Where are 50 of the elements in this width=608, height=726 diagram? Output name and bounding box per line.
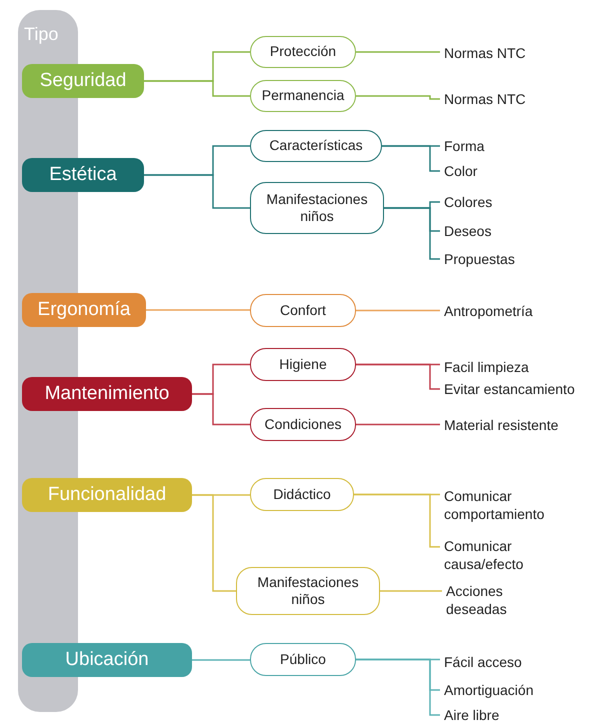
category-box: Ergonomía	[22, 293, 146, 327]
subcategory-box: Manifestaciones niños	[250, 182, 384, 234]
connector-line	[146, 309, 250, 311]
item-text: Facil limpieza	[440, 358, 529, 376]
item-text: Antropometría	[440, 302, 533, 320]
band-heading: Tipo	[24, 24, 58, 45]
item-text: Evitar estancamiento	[440, 380, 575, 398]
item-text: Normas NTC	[440, 90, 526, 108]
item-text: Deseos	[440, 222, 492, 240]
category-box: Seguridad	[22, 64, 144, 98]
subcategory-box: Permanencia	[250, 80, 356, 112]
item-text: Forma	[440, 136, 484, 156]
item-text: Amortiguación	[440, 680, 534, 700]
category-box: Ubicación	[22, 643, 192, 677]
connector-line	[192, 494, 236, 592]
category-box: Funcionalidad	[22, 478, 192, 512]
subcategory-box: Condiciones	[250, 408, 356, 441]
connector-line	[356, 658, 440, 716]
connector-line	[356, 51, 440, 53]
item-text: Acciones deseadas	[442, 582, 552, 618]
connector-line	[144, 174, 250, 209]
subcategory-box: Público	[250, 643, 356, 676]
item-text: Fácil acceso	[440, 652, 522, 672]
category-box: Estética	[22, 158, 144, 192]
connector-line	[192, 393, 250, 426]
subcategory-box: Características	[250, 130, 382, 162]
item-text: Comunicar comportamiento	[440, 486, 590, 524]
connector-line	[384, 207, 440, 260]
category-box: Mantenimiento	[22, 377, 192, 411]
connector-line	[356, 424, 440, 426]
connector-line	[356, 364, 440, 390]
subcategory-box: Protección	[250, 36, 356, 68]
item-text: Comunicar causa/efecto	[440, 536, 570, 574]
subcategory-box: Didáctico	[250, 478, 354, 511]
item-text: Color	[440, 162, 478, 180]
subcategory-box: Higiene	[250, 348, 356, 381]
item-text: Colores	[440, 192, 492, 212]
item-text: Aire libre	[440, 706, 500, 724]
subcategory-box: Confort	[250, 294, 356, 327]
connector-line	[356, 310, 440, 312]
connector-line	[144, 80, 250, 97]
connector-line	[354, 494, 440, 548]
connector-line	[380, 590, 442, 592]
connector-line	[382, 145, 440, 172]
subcategory-box: Manifestaciones niños	[236, 567, 380, 615]
item-text: Normas NTC	[440, 44, 526, 62]
item-text: Material resistente	[440, 416, 558, 434]
connector-line	[192, 659, 250, 661]
item-text: Propuestas	[440, 250, 515, 268]
connector-line	[356, 95, 440, 100]
